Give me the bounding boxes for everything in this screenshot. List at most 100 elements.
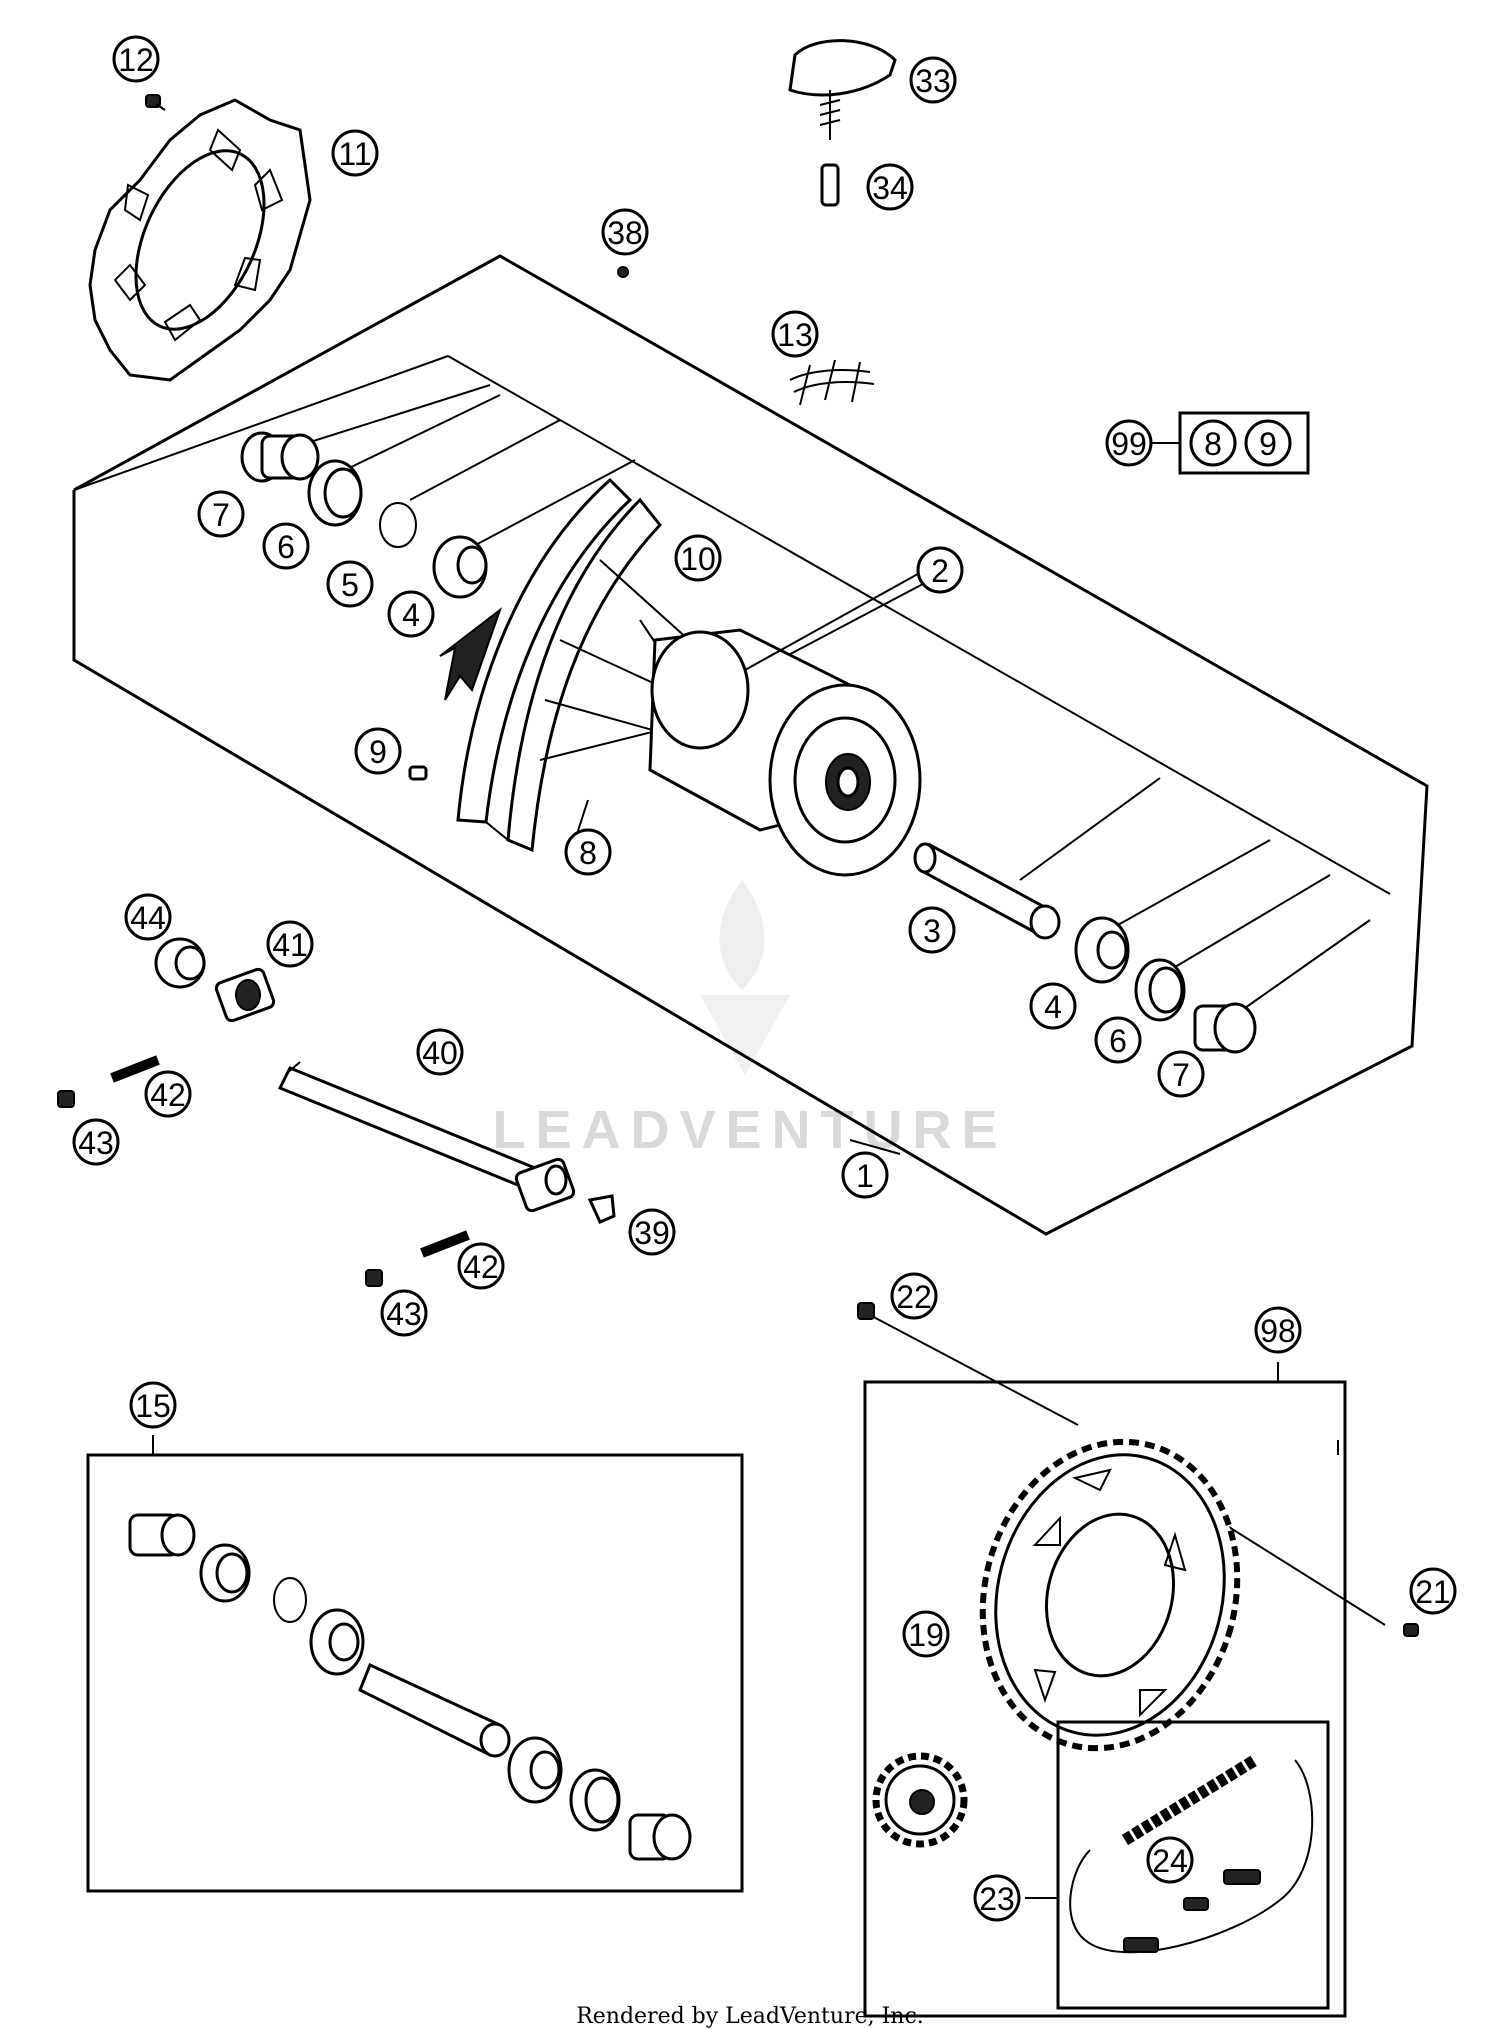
svg-text:4: 4 [1044,989,1062,1025]
svg-text:42: 42 [150,1077,186,1113]
callout-kit-9: 9 [1244,419,1292,467]
adjuster-nut-upper [57,1090,75,1108]
callout-21: 21 [1409,1567,1457,1615]
callout-39: 39 [628,1208,676,1256]
svg-text:41: 41 [272,927,308,963]
seal-right [1134,958,1186,1022]
callout-10: 10 [674,534,722,582]
callout-42b: 42 [457,1242,505,1290]
callout-8: 8 [564,828,612,876]
callout-19: 19 [902,1610,950,1658]
kit-bushing-right [628,1813,692,1861]
chain-adjuster-left [214,967,276,1023]
callout-6b: 6 [1094,1016,1142,1064]
svg-text:21: 21 [1415,1574,1451,1610]
brake-disc [88,98,312,382]
svg-text:22: 22 [896,1279,932,1315]
valve-cap [617,266,629,278]
svg-text:33: 33 [915,63,951,99]
svg-text:24: 24 [1152,1843,1188,1879]
callout-3: 3 [908,906,956,954]
callout-44: 44 [124,893,172,941]
callout-kit-8: 8 [1189,419,1237,467]
sprocket-kit-box [857,1302,1419,2018]
callout-99: 99 [1105,419,1153,467]
callout-41: 41 [266,920,314,968]
disc-screw [145,94,166,111]
svg-text:38: 38 [607,215,643,251]
callout-34: 34 [866,163,914,211]
svg-text:23: 23 [979,1881,1015,1917]
callout-98: 98 [1254,1306,1302,1354]
kit-seal-left [199,1543,251,1603]
kit-bearing-left [309,1608,365,1676]
rim-tape [789,359,875,406]
svg-text:6: 6 [1109,1023,1127,1059]
callout-1: 1 [841,1151,889,1199]
svg-text:13: 13 [777,317,813,353]
spacer-bushing-left [240,431,320,483]
callout-7b: 7 [1157,1050,1205,1098]
adjuster-nut-lower [365,1269,383,1287]
svg-text:10: 10 [680,541,716,577]
callout-13: 13 [771,310,819,358]
spacer-bushing-right [1193,1002,1257,1054]
callout-22: 22 [890,1272,938,1320]
sprocket-nut [857,1302,875,1320]
leader-lines-left [284,384,1371,1016]
chain-adjuster-right [514,1157,576,1213]
rim-lock [788,39,897,140]
bearing-kit-box [86,1435,744,1893]
kit-spacer-tube [358,1662,511,1758]
svg-text:12: 12 [118,42,154,78]
bearing-right [1074,916,1130,984]
callout-9: 9 [354,727,402,775]
sprocket-bolt [1403,1623,1419,1637]
callout-4b: 4 [1029,982,1077,1030]
circlip-left [379,502,417,548]
svg-text:40: 40 [422,1035,458,1071]
svg-text:2: 2 [931,553,949,589]
kit-bearing-right [507,1736,563,1804]
callout-24: 24 [1146,1836,1194,1884]
callout-38: 38 [601,208,649,256]
svg-text:8: 8 [1204,426,1222,462]
callout-7a: 7 [197,490,245,538]
svg-text:99: 99 [1111,426,1147,462]
callout-15: 15 [129,1381,177,1429]
spacer-tube [913,842,1061,940]
callouts: 12 11 33 34 38 13 99 8 9 7 6 5 4 10 2 9 … [72,35,1457,1922]
adjuster-bolt-upper [110,1055,160,1083]
chain-box [1025,1720,1330,2010]
svg-text:39: 39 [634,1215,670,1251]
callout-43b: 43 [380,1289,428,1337]
callout-42a: 42 [144,1070,192,1118]
svg-text:11: 11 [338,136,371,172]
svg-text:9: 9 [369,734,387,770]
kit-circlip [273,1577,307,1623]
wheel-assembly-box [72,254,1429,1236]
watermark-text: LEADVENTURE [492,1100,1007,1160]
kit-bushing-left [128,1513,196,1557]
hub [648,628,922,877]
render-credit: Rendered by LeadVenture, Inc. [576,2004,924,2029]
bearing-left [432,535,488,599]
kit-seal-right [569,1768,621,1832]
callout-23: 23 [973,1874,1021,1922]
svg-text:1: 1 [856,1158,874,1194]
svg-text:9: 9 [1259,426,1277,462]
callout-43a: 43 [72,1118,120,1166]
svg-text:6: 6 [277,529,295,565]
spoke-nipple [408,765,428,781]
watermark-logo [700,880,790,1075]
svg-text:7: 7 [1172,1057,1190,1093]
adjuster-bolt-lower [420,1230,470,1258]
callout-33: 33 [909,56,957,104]
svg-text:42: 42 [463,1249,499,1285]
axle-nut [154,937,206,989]
rim [439,477,662,853]
callout-2: 2 [916,546,964,594]
svg-text:7: 7 [212,497,230,533]
svg-text:43: 43 [78,1125,114,1161]
